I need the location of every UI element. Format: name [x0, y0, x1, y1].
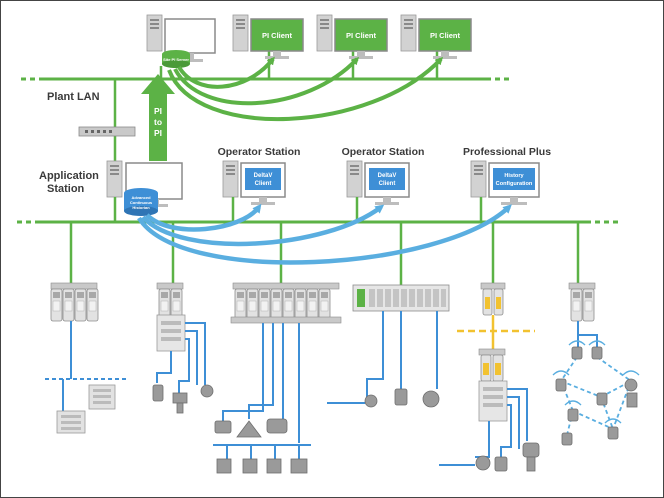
controller-1	[50, 282, 99, 322]
pi-client-workstation-2: PI Client	[316, 14, 388, 59]
controller-5-lower	[478, 348, 508, 422]
professional-plus-label: Professional Plus	[463, 146, 551, 158]
controller-2-field-devices	[152, 384, 214, 414]
operator-station-workstation-2: DeltaV Client	[346, 160, 410, 205]
professional-plus-workstation: History Configuration	[470, 160, 540, 205]
deltav-client-label-1a: DeltaV	[254, 173, 273, 179]
io-rack-bank	[56, 384, 116, 434]
site-pi-server-label: Site PI Server	[163, 57, 189, 62]
controller-5-field-devices	[475, 442, 540, 472]
controller-4	[352, 284, 450, 312]
controller-4-field-devices	[364, 388, 440, 408]
controller-2-io-wiring	[156, 322, 206, 393]
history-config-label-b: Configuration	[496, 181, 533, 187]
pi-to-pi-label-1: PI	[154, 106, 162, 116]
operator-station-label-2: Operator Station	[342, 146, 425, 158]
pi-client-workstation-3: PI Client	[400, 14, 472, 59]
operator-station-label-1: Operator Station	[218, 146, 301, 158]
pi-client-workstation-1: PI Client	[232, 14, 304, 59]
pi-client-label-2: PI Client	[346, 31, 377, 40]
controller-1-io-wiring	[45, 321, 129, 411]
operator-station-workstation-1: DeltaV Client	[222, 160, 286, 205]
controller-6-wireless	[568, 282, 596, 322]
application-station-label-2: Station	[47, 183, 85, 195]
history-config-label-a: History	[504, 173, 524, 179]
application-station-label-1: Application	[39, 170, 99, 182]
pi-to-pi-label-2: to	[154, 117, 162, 127]
controller-5-io-wiring	[439, 388, 528, 466]
deltav-client-label-2a: DeltaV	[378, 173, 397, 179]
deltav-client-label-1b: Client	[255, 181, 272, 187]
historian-label-1: Advanced	[131, 195, 151, 200]
wireless-wiring	[577, 321, 598, 347]
plant-lan-label: Plant LAN	[47, 91, 100, 103]
controller-3-io-wiring	[213, 323, 311, 459]
controller-2	[156, 282, 186, 352]
controller-5-safety	[480, 282, 506, 316]
controller-3-field-devices	[214, 418, 308, 474]
wireless-gateway-icons	[571, 346, 603, 360]
pi-to-pi-arrow: PI to PI	[141, 74, 175, 161]
controller-3	[230, 282, 342, 324]
pi-server-to-client-arcs	[167, 56, 444, 122]
pi-to-pi-label-3: PI	[154, 128, 162, 138]
historian-label-3: Historian	[132, 205, 150, 210]
application-station-workstation: Advanced Continuous Historian	[106, 160, 183, 216]
wireless-field-devices	[555, 378, 638, 446]
safety-network	[457, 315, 535, 349]
deltav-client-label-2b: Client	[379, 181, 396, 187]
historian-to-station-arcs	[137, 203, 512, 265]
pi-client-label-1: PI Client	[262, 31, 293, 40]
historian-label-2: Continuous	[130, 200, 153, 205]
advanced-continuous-historian-icon: Advanced Continuous Historian	[124, 188, 158, 216]
wireless-signal-icons	[552, 340, 640, 424]
controller-4-io-wiring	[327, 311, 438, 404]
site-pi-server-workstation: Site PI Server	[146, 14, 216, 68]
firewall-switch	[78, 126, 136, 137]
site-pi-server-icon: Site PI Server	[162, 50, 190, 68]
pi-client-label-3: PI Client	[430, 31, 461, 40]
